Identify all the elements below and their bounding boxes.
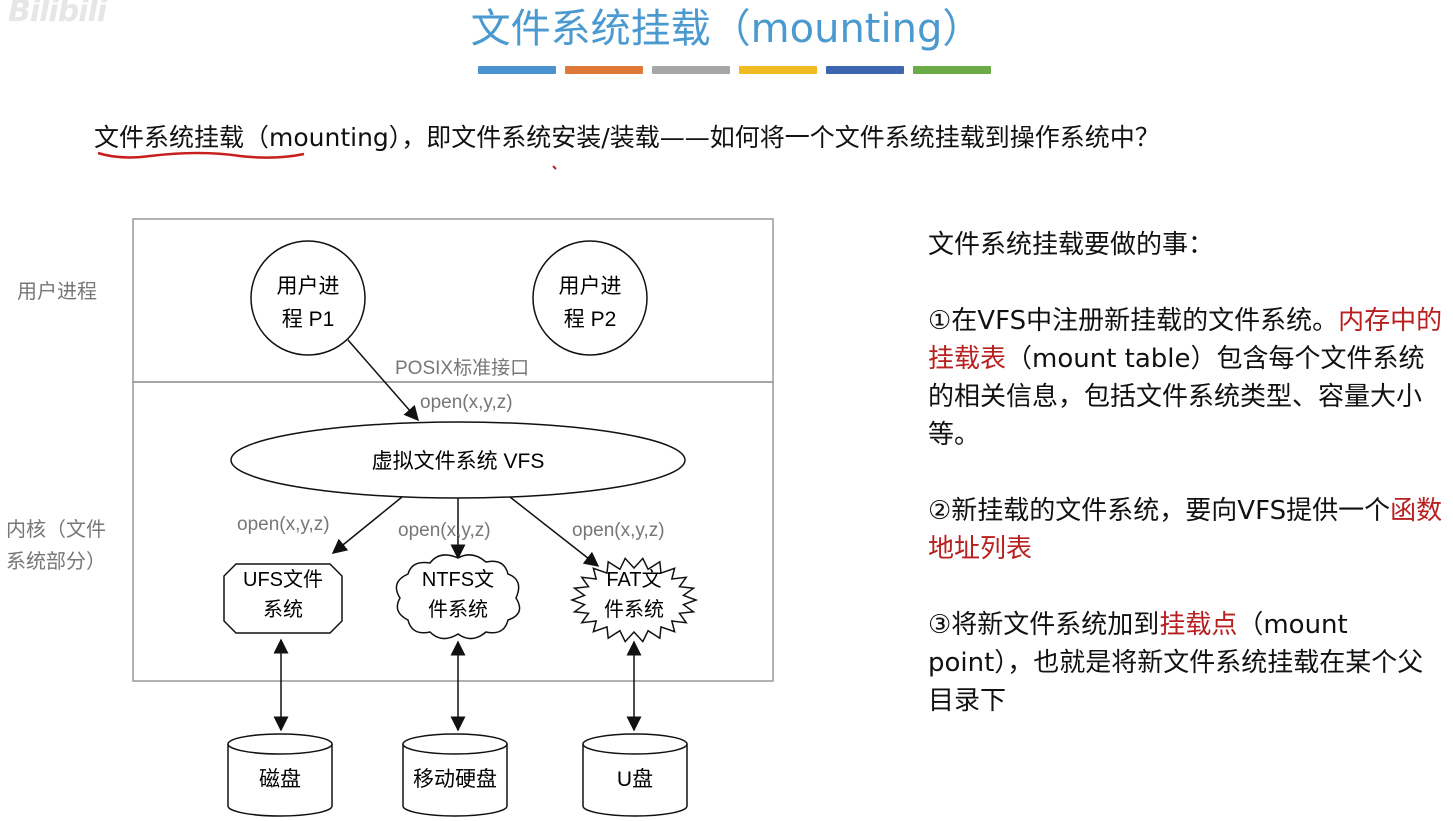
notes-item-2: ②新挂载的文件系统，要向VFS提供一个函数地址列表 [928, 496, 1443, 564]
ufs-node [223, 563, 343, 634]
intro-text: 文件系统挂载（mounting），即文件系统安装/装载——如何将一个文件系统挂载… [94, 123, 1160, 152]
hdd-label: 移动硬盘 [413, 768, 497, 791]
color-bar [478, 66, 991, 74]
ufs-label-line2: 系统 [263, 598, 303, 621]
process-p2-label-line2: 程 P2 [564, 308, 617, 331]
vfs-to-ufs-arrow [331, 496, 403, 554]
color-bar-segment [913, 66, 991, 74]
fat-label-line1: FAT文 [606, 568, 661, 591]
open-call-label-fat: open(x,y,z) [572, 520, 665, 541]
mount-diagram: 用户进程 内核（文件 系统部分） 用户进 程 P1 用户进 程 P2 POSIX… [6, 218, 774, 817]
process-p2-label-line1: 用户进 [559, 275, 622, 298]
user-process-label: 用户进程 [17, 280, 97, 303]
slide-title: 文件系统挂载（mounting） [470, 6, 983, 52]
mount-point-highlight: 挂载点 [1159, 610, 1238, 640]
usb-device: U盘 [582, 733, 688, 817]
open-call-label-ntfs: open(x,y,z) [398, 520, 491, 541]
kernel-label-line2: 系统部分） [6, 550, 106, 573]
vfs-label: 虚拟文件系统 VFS [372, 450, 545, 473]
kernel-label-line1: 内核（文件 [6, 518, 106, 541]
notes-heading: 文件系统挂载要做的事： [928, 230, 1215, 260]
color-bar-segment [739, 66, 817, 74]
usb-label: U盘 [617, 768, 653, 791]
ntfs-node [395, 554, 521, 640]
fat-node [569, 557, 699, 643]
p1-to-vfs-arrow [347, 339, 419, 422]
notes-panel: 文件系统挂载要做的事： ①在VFS中注册新挂载的文件系统。内存中的挂载表（mou… [928, 226, 1443, 758]
open-call-label-top: open(x,y,z) [420, 392, 513, 413]
open-call-label-ufs: open(x,y,z) [237, 514, 330, 535]
process-p2-node [532, 240, 648, 356]
color-bar-segment [826, 66, 904, 74]
notes-item-3: ③将新文件系统加到挂载点（mount point），也就是将新文件系统挂载在某个… [928, 610, 1424, 716]
fat-label-line2: 件系统 [604, 598, 664, 621]
color-bar-segment [565, 66, 643, 74]
color-bar-segment [478, 66, 556, 74]
ufs-label-line1: UFS文件 [243, 568, 323, 591]
red-mark-annotation [552, 165, 557, 170]
ntfs-label-line2: 件系统 [428, 598, 488, 621]
ntfs-label-line1: NTFS文 [422, 568, 494, 591]
hdd-device: 移动硬盘 [402, 733, 508, 817]
posix-interface-label: POSIX标准接口 [395, 357, 529, 379]
notes-item-1: ①在VFS中注册新挂载的文件系统。内存中的挂载表（mount table）包含每… [928, 306, 1443, 450]
disk-label: 磁盘 [259, 768, 301, 791]
disk-device: 磁盘 [227, 733, 333, 817]
process-p1-node [250, 240, 366, 356]
function-address-list-highlight: 函数地址列表 [928, 496, 1443, 564]
red-underline-annotation [97, 151, 305, 159]
color-bar-segment [652, 66, 730, 74]
vfs-to-fat-arrow [509, 496, 600, 567]
watermark-logo: Bilibili [8, 0, 107, 29]
process-p1-label-line1: 用户进 [277, 275, 340, 298]
process-p1-label-line2: 程 P1 [282, 308, 335, 331]
mount-table-highlight: 内存中的挂载表 [928, 306, 1443, 374]
